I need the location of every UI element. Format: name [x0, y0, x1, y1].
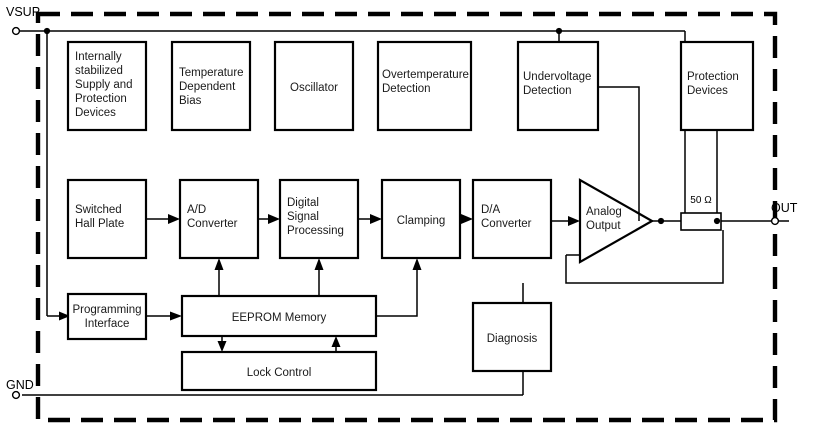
arrowhead-dac-to-amp	[568, 216, 580, 226]
label-temperature-dependent-bias-l3: Bias	[179, 95, 202, 107]
label-oscillator: Oscillator	[290, 82, 338, 94]
block-temperature-dependent-bias	[170, 40, 252, 132]
node-dot-amp-output	[657, 217, 665, 225]
block-protection-devices	[679, 40, 755, 132]
label-internally-stabilized-supply-l4: Protection	[75, 93, 127, 105]
block-oscillator	[273, 40, 355, 132]
node-dot-out-net	[713, 217, 721, 225]
label-da-converter-l2: Converter	[481, 218, 532, 230]
wire-amp-feedback-loop	[565, 230, 724, 284]
label-analog-output-l1: Analog	[586, 206, 622, 218]
package-boundary	[35, 11, 778, 423]
pin-label-vsup: VSUP	[6, 5, 40, 19]
label-lock-control: Lock Control	[247, 367, 312, 379]
label-da-converter-l1: D/A	[481, 204, 501, 216]
arrowhead-adc-to-dsp	[268, 214, 280, 224]
label-programming-interface-l1: Programming	[72, 304, 141, 316]
label-temperature-dependent-bias-l1: Temperature	[179, 67, 244, 79]
label-ad-converter-l1: A/D	[187, 204, 206, 216]
pin-label-gnd: GND	[6, 378, 34, 392]
terminal-vsup	[11, 26, 21, 36]
label-digital-signal-processing-l2: Signal	[287, 211, 319, 223]
label-digital-signal-processing-l3: Processing	[287, 225, 344, 237]
label-switched-hall-plate-l2: Hall Plate	[75, 218, 124, 230]
block-undervoltage-detection	[516, 40, 600, 132]
label-switched-hall-plate-l1: Switched	[75, 204, 122, 216]
wire-eeprom-to-clamping	[376, 270, 418, 317]
label-digital-signal-processing-l1: Digital	[287, 197, 319, 209]
label-undervoltage-detection-l2: Detection	[523, 85, 572, 97]
block-programming-interface	[66, 292, 148, 341]
arrowhead-clamping-to-dac	[461, 214, 473, 224]
label-overtemperature-detection-l2: Detection	[382, 83, 431, 95]
arrowhead-eeprom-to-clamping	[412, 258, 422, 270]
label-analog-output-l2: Output	[586, 220, 621, 232]
node-dot-vsup-uv	[555, 27, 563, 35]
arrowhead-hall-to-adc	[168, 214, 180, 224]
pin-label-out: OUT	[771, 201, 798, 215]
label-undervoltage-detection-l1: Undervoltage	[523, 71, 591, 83]
terminal-out	[770, 216, 780, 226]
label-diagnosis: Diagnosis	[487, 333, 538, 345]
wire-uv-to-output-node	[598, 86, 640, 213]
label-programming-interface-l2: Interface	[85, 318, 130, 330]
block-internally-stabilized-supply	[66, 40, 148, 132]
block-lock-control	[180, 350, 378, 392]
label-eeprom-memory: EEPROM Memory	[232, 312, 327, 324]
label-temperature-dependent-bias-l2: Dependent	[179, 81, 236, 93]
label-protection-devices-l1: Protection	[687, 71, 739, 83]
block-overtemperature-detection	[376, 40, 473, 132]
label-overtemperature-detection-l1: Overtemperature	[382, 69, 469, 81]
label-internally-stabilized-supply-l3: Supply and	[75, 79, 133, 91]
block-diagnosis	[471, 301, 553, 373]
label-ad-converter-l2: Converter	[187, 218, 238, 230]
block-clamping	[380, 178, 462, 260]
arrowhead-lock-to-eeprom	[331, 336, 341, 347]
label-protection-devices-l2: Devices	[687, 85, 728, 97]
arrowhead-eeprom-to-dsp	[314, 258, 324, 270]
block-eeprom-memory	[180, 294, 378, 338]
label-series-resistor: 50 Ω	[690, 195, 712, 206]
arrowhead-dsp-to-clamping	[370, 214, 382, 224]
terminal-gnd	[11, 390, 21, 400]
label-clamping: Clamping	[397, 215, 446, 227]
arrowhead-eeprom-to-lock	[217, 341, 227, 352]
arrowhead-prog-to-eeprom	[170, 311, 182, 321]
arrowhead-eeprom-to-adc	[214, 258, 224, 270]
block-switched-hall-plate	[66, 178, 148, 260]
label-internally-stabilized-supply-l1: Internally	[75, 51, 122, 63]
label-internally-stabilized-supply-l2: stabilized	[75, 65, 123, 77]
arrowhead-vsup-prog	[59, 311, 70, 321]
label-internally-stabilized-supply-l5: Devices	[75, 107, 116, 119]
node-dot-vsup-left	[43, 27, 51, 35]
